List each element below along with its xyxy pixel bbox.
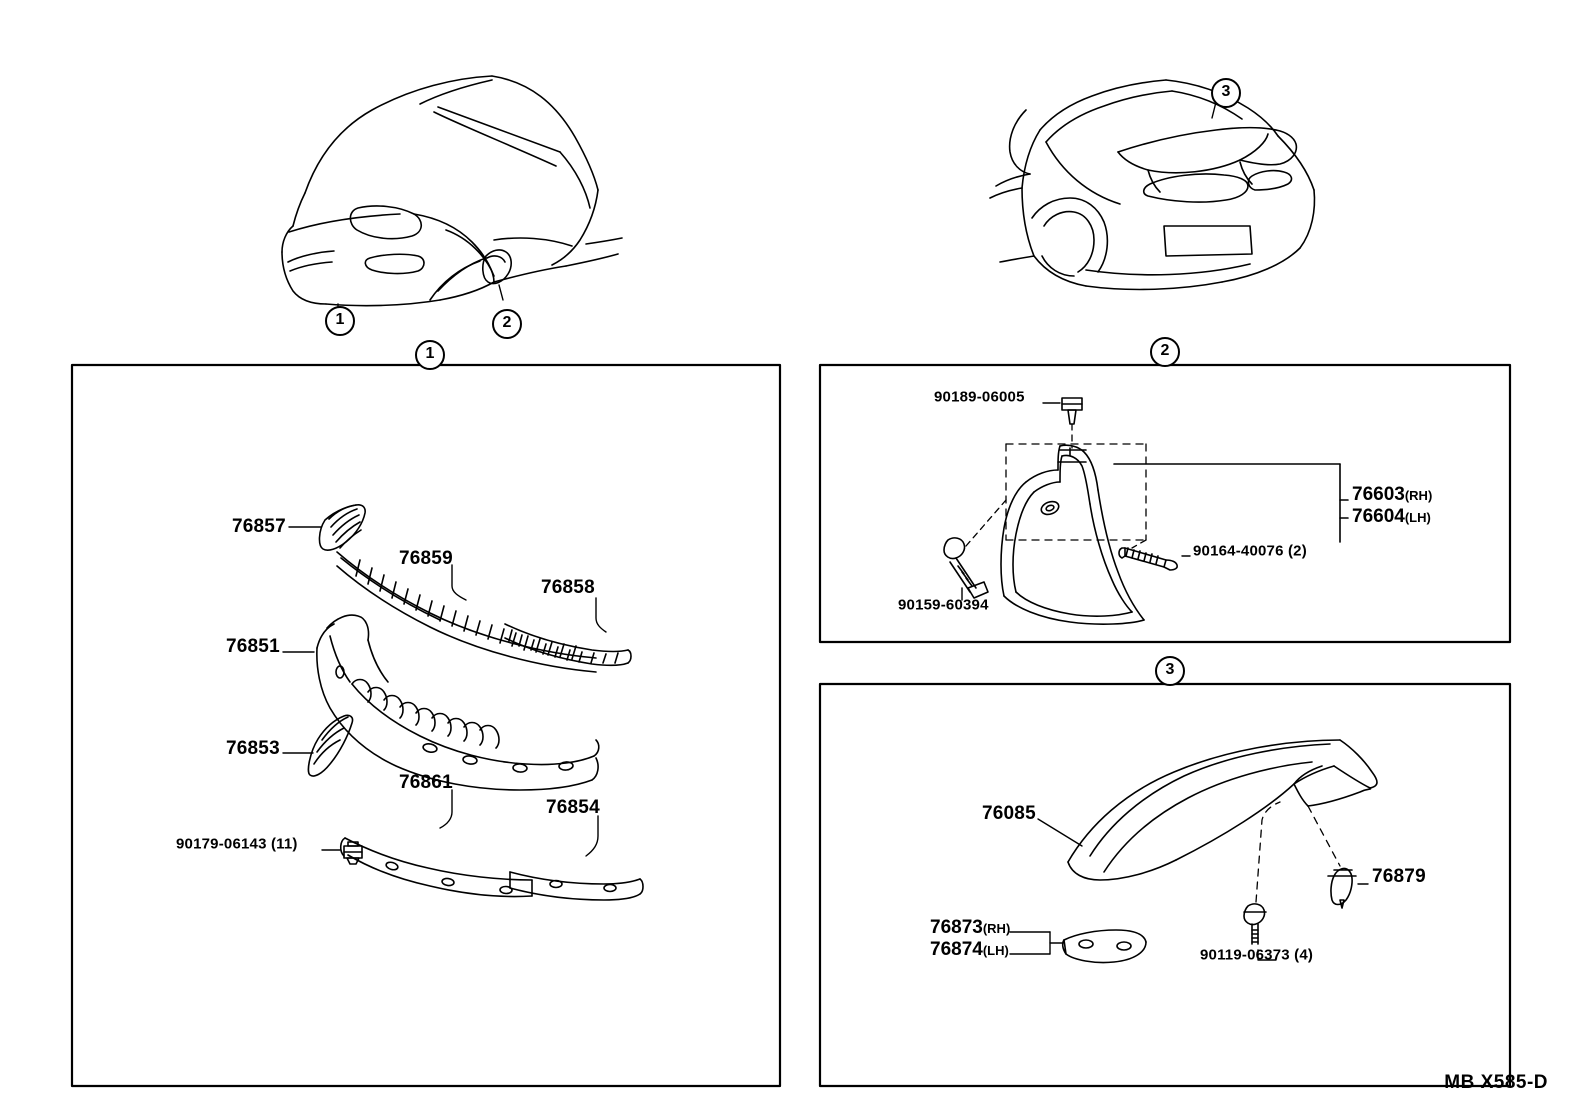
callout-3-rear-vehicle: 3 [1211,78,1241,108]
part-label-76879: 76879 [1372,866,1426,887]
part-side-76873: (RH) [982,921,1011,936]
part-number-76604: 76604 [1352,506,1405,527]
panel2-parts [943,397,1349,625]
part-label-90189-06005: 90189-06005 [934,388,1025,406]
panel3-parts [1009,739,1378,964]
callout-2-front-vehicle: 2 [492,309,522,339]
callout-2-panel-header: 2 [1150,337,1180,367]
part-number-76873: 76873 [930,917,983,938]
part-side-76874: (LH) [982,943,1009,958]
part-label-76854: 76854 [546,797,600,818]
part-label-76085: 76085 [982,803,1036,824]
part-number-76874: 76874 [930,939,983,960]
part-label-76858: 76858 [541,577,595,598]
part-label-90119-06373: 90119-06373 (4) [1200,946,1314,964]
part-label-76603-rh: 76603(RH) [1352,484,1432,506]
part-label-90159-60394: 90159-60394 [898,596,989,614]
callout-1-panel-header: 1 [415,340,445,370]
part-label-76851: 76851 [226,636,280,657]
part-label-76859: 76859 [399,548,453,569]
part-side-76603: (RH) [1404,488,1433,503]
part-side-76604: (LH) [1404,510,1431,525]
diagram-footer-code: MB X585-D [1444,1072,1548,1093]
part-label-76853: 76853 [226,738,280,759]
rear-vehicle-illustration [989,79,1316,291]
part-number-76603: 76603 [1352,484,1405,505]
callout-3-panel-header: 3 [1155,656,1185,686]
part-label-90179-06143: 90179-06143 (11) [176,835,298,853]
part-label-90164-40076: 90164-40076 (2) [1193,542,1307,560]
panel1-parts [282,504,644,901]
callout-1-front-vehicle: 1 [325,306,355,336]
front-vehicle-illustration [281,75,623,313]
part-label-76874-lh: 76874(LH) [930,939,1009,961]
part-label-76857: 76857 [232,516,286,537]
part-label-76861: 76861 [399,772,453,793]
part-label-76873-rh: 76873(RH) [930,917,1010,939]
part-label-76604-lh: 76604(LH) [1352,506,1431,528]
